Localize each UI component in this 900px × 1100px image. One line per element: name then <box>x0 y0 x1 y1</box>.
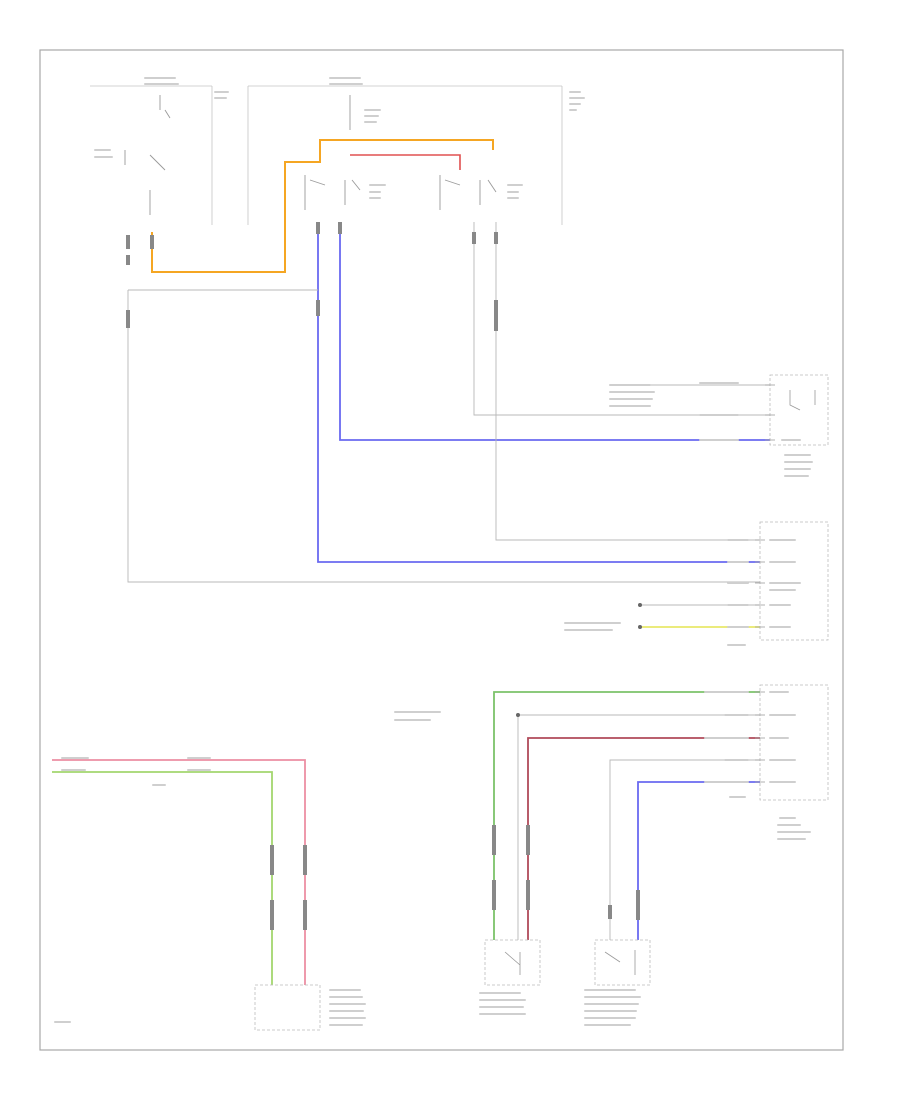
bottom-center-component <box>484 939 541 986</box>
splice-dot <box>516 713 520 717</box>
diagram-frame <box>39 49 844 1051</box>
blue-wire-lower <box>637 781 760 940</box>
connector-marks <box>126 222 640 930</box>
red-wire-top <box>350 154 461 170</box>
module-connector-upper <box>759 521 829 641</box>
top-right-component <box>769 374 829 446</box>
darkred-wire-lower <box>527 737 760 940</box>
orange-wire <box>151 139 494 273</box>
relay-symbols <box>124 95 497 215</box>
bottom-right-component <box>594 939 651 986</box>
splice-dot <box>638 625 642 629</box>
module-connector-lower <box>759 684 829 801</box>
top-right-component-symbol <box>789 390 816 411</box>
gray-wires <box>127 222 770 606</box>
faint-labels <box>54 77 813 1026</box>
green-wire <box>493 691 760 940</box>
lightgreen-wire-bottom-left <box>52 771 273 985</box>
bottom-left-component <box>254 984 321 1031</box>
blue-wire-2 <box>317 222 760 563</box>
bottom-center-symbol <box>504 951 521 975</box>
power-bus-lines <box>90 85 563 225</box>
pink-wire-bottom-left <box>52 759 306 985</box>
gray-wire-lower-2 <box>609 759 760 940</box>
bottom-right-symbol <box>604 950 636 975</box>
pin-ticks <box>755 384 775 783</box>
blue-wire-1 <box>339 222 770 441</box>
splice-dot <box>638 603 642 607</box>
